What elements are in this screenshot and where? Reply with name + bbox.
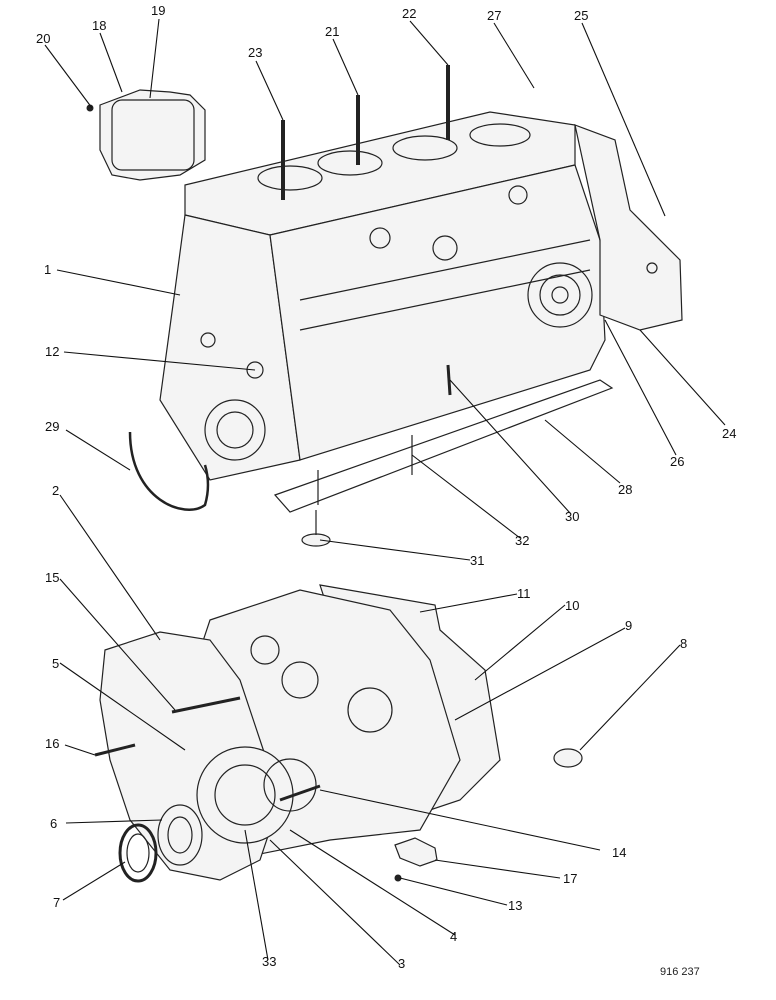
timing-case-assembly: [94, 584, 583, 883]
side-cover-assembly: [86, 89, 206, 181]
callout-1: 1: [44, 262, 51, 277]
callout-5: 5: [52, 656, 59, 671]
cylinder-head-studs: [281, 65, 450, 200]
callout-labels: 1 2 3 4 5 6 7 8 9 10 11 12 13 14 15 16 1…: [36, 3, 736, 971]
callout-2: 2: [52, 483, 59, 498]
callout-30: 30: [565, 509, 579, 524]
callout-23: 23: [248, 45, 262, 60]
callout-29: 29: [45, 419, 59, 434]
leader-lines: [44, 18, 726, 966]
callout-25: 25: [574, 8, 588, 23]
callout-21: 21: [325, 24, 339, 39]
dowel-bolt: [301, 510, 331, 547]
callout-22: 22: [402, 6, 416, 21]
callout-8: 8: [680, 636, 687, 651]
callout-12: 12: [45, 344, 59, 359]
callout-17: 17: [563, 871, 577, 886]
callout-6: 6: [50, 816, 57, 831]
crankshaft-circlip: [128, 431, 210, 511]
callout-19: 19: [151, 3, 165, 18]
callout-31: 31: [470, 553, 484, 568]
sump-stud: [446, 364, 452, 396]
callout-15: 15: [45, 570, 59, 585]
callout-28: 28: [618, 482, 632, 497]
callout-11: 11: [517, 586, 531, 601]
callout-13: 13: [508, 898, 522, 913]
callout-18: 18: [92, 18, 106, 33]
callout-20: 20: [36, 31, 50, 46]
callout-32: 32: [515, 533, 529, 548]
callout-33: 33: [262, 954, 276, 969]
callout-7: 7: [53, 895, 60, 910]
callout-27: 27: [487, 8, 501, 23]
drawing-reference-number: 916 237: [660, 966, 700, 978]
callout-16: 16: [45, 736, 59, 751]
callout-14: 14: [612, 845, 626, 860]
callout-3: 3: [398, 956, 405, 971]
callout-26: 26: [670, 454, 684, 469]
rear-adaptor-plate: [574, 124, 683, 331]
callout-9: 9: [625, 618, 632, 633]
callout-10: 10: [565, 598, 579, 613]
cylinder-block: [159, 111, 606, 481]
callout-4: 4: [450, 929, 457, 944]
callout-24: 24: [722, 426, 736, 441]
